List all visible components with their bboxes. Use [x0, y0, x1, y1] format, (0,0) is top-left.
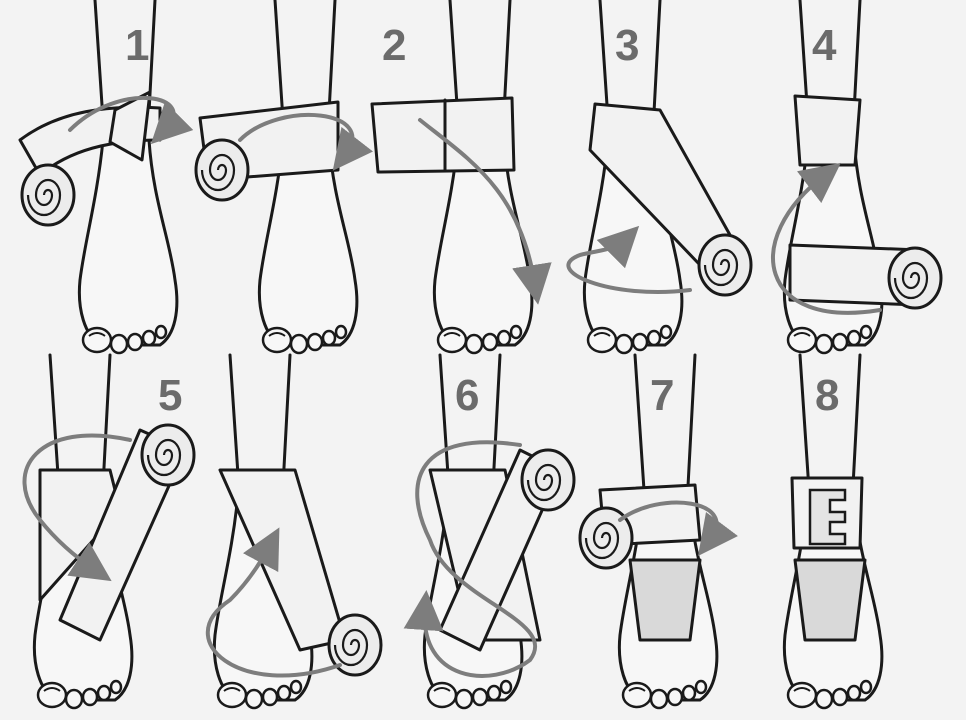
bandage-wrap: [630, 560, 700, 640]
step-number: 6: [455, 371, 479, 420]
bandage-wrap: [795, 560, 865, 640]
step-number: 4: [812, 21, 837, 70]
foot-icon: [259, 0, 356, 353]
bandage-clip-icon: [810, 490, 845, 544]
step-2-panel: 2: [196, 0, 406, 353]
step-7-panel: 7: [580, 355, 717, 708]
step-1-panel: 1: [20, 0, 177, 353]
step-number: 5: [158, 371, 182, 420]
step-5-panel: 5: [24, 355, 194, 708]
step-6-panel: 6: [417, 355, 574, 708]
step-number: 7: [650, 371, 674, 420]
bandage-roll-icon: [196, 140, 248, 200]
step-8-panel: 8: [784, 355, 881, 708]
bandage-roll-icon: [22, 165, 74, 225]
step-number: 2: [382, 21, 406, 70]
bandage-roll-icon: [142, 425, 194, 485]
step-4b-panel: [773, 0, 941, 353]
bandage-strip: [372, 98, 514, 172]
bandage-strip: [795, 96, 860, 165]
bandage-roll-icon: [699, 235, 751, 295]
foot-icon: [434, 0, 531, 353]
bandage-roll-icon: [889, 248, 941, 308]
step-5b-panel: [208, 355, 381, 708]
step-number: 8: [815, 371, 839, 420]
step-number: 1: [125, 21, 149, 70]
step-number: 3: [615, 21, 639, 70]
bandage-roll-icon: [522, 450, 574, 510]
